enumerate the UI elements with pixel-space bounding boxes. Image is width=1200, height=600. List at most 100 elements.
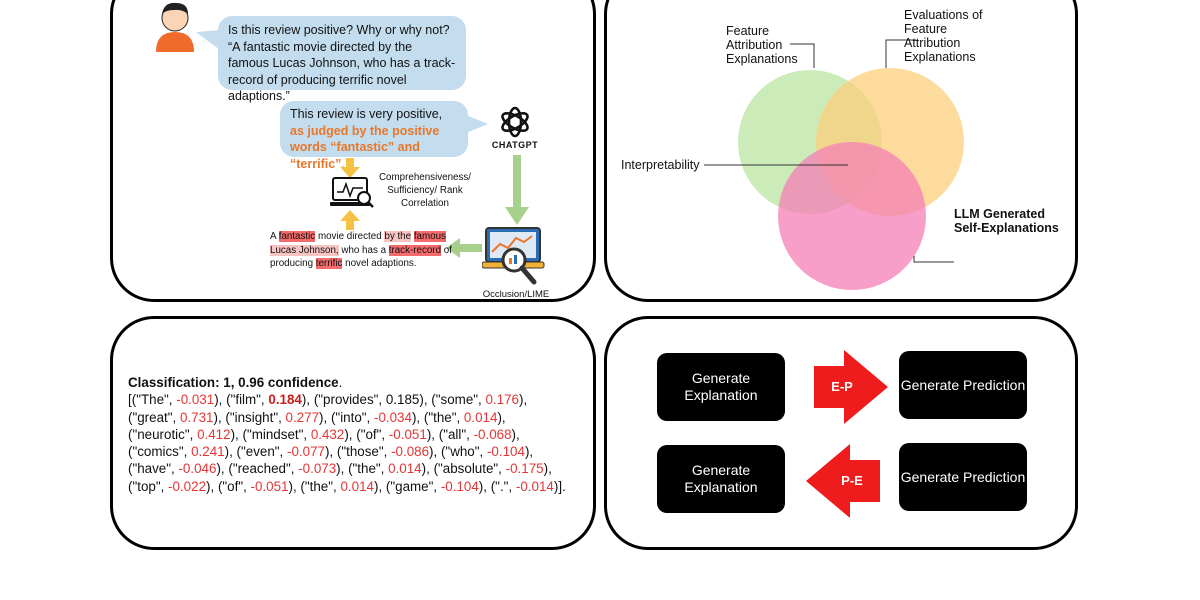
generate-prediction-label: Generate Prediction [900, 376, 1026, 393]
attribution-output-panel [110, 316, 596, 550]
token-word: who [450, 444, 475, 460]
generate-explanation-box-top: Generate Explanation [657, 353, 785, 421]
label-evaluations: Evaluations of Feature Attribution Expla… [904, 8, 983, 64]
generate-explanation-box-bottom: Generate Explanation [657, 445, 785, 513]
token-score: 0.176 [485, 392, 519, 408]
answer-end: . [341, 156, 345, 171]
token-word: the [309, 478, 329, 494]
yellow-down-arrow [340, 158, 360, 178]
token-score: -0.014 [515, 478, 554, 494]
leader-feature-attr [790, 43, 815, 68]
review-word: movie directed [315, 231, 385, 242]
token-word: some [440, 392, 474, 408]
token-word: The [140, 392, 165, 408]
token-score: 0.014 [463, 409, 498, 425]
token-word: those [346, 444, 379, 460]
green-down-arrow [505, 155, 529, 225]
answer-highlight-text: as judged by the positive words “fantast… [290, 123, 440, 171]
generate-prediction-box-top: Generate Prediction [899, 351, 1027, 419]
generate-explanation-label: Generate Explanation [684, 462, 758, 495]
token-score: -0.034 [373, 409, 412, 425]
token-score: 0.185 [385, 392, 420, 408]
token-word: have [137, 461, 167, 477]
token-score: -0.046 [178, 461, 217, 477]
highlighted-word: track-record [388, 244, 442, 256]
token-score: 0.432 [310, 426, 345, 442]
answer-text: This review is very positive, [290, 107, 443, 121]
leader-evaluations [885, 39, 916, 68]
review-word: who has a [338, 244, 389, 256]
occlusion-label: Occlusion/LIME [482, 289, 550, 300]
token-word: provides [323, 392, 374, 408]
generate-prediction-box-bottom: Generate Prediction [899, 443, 1027, 511]
classification-line: Classification: 1, 0.96 confidence [128, 375, 339, 390]
token-word: neurotic [137, 426, 185, 442]
evaluation-monitor-icon [330, 177, 374, 208]
token-word: great [137, 409, 168, 425]
token-score: 0.184 [268, 392, 302, 408]
metric-label: Comprehensiveness/ Sufficiency/ Rank Cor… [378, 172, 472, 209]
venn-circle-llm-explanations [778, 142, 926, 290]
token-score: 0.241 [191, 444, 225, 460]
token-word: the [433, 409, 452, 425]
token-word: absolute [442, 461, 494, 477]
highlighted-word: by the [384, 231, 412, 242]
token-word: all [447, 426, 462, 442]
question-bubble: Is this review positive? Why or why not?… [218, 16, 466, 103]
review-word: A [270, 231, 279, 242]
token-score: -0.031 [176, 392, 215, 408]
token-word: reached [237, 461, 286, 477]
token-word: top [137, 478, 156, 494]
token-score: -0.051 [250, 478, 289, 494]
token-score: 0.731 [179, 409, 214, 425]
token-word: into [340, 409, 362, 425]
highlighted-word: fantastic [278, 231, 316, 242]
token-word: game [395, 478, 429, 494]
token-score: -0.073 [298, 461, 337, 477]
token-word: comics [137, 444, 179, 460]
token-word: of [227, 478, 239, 494]
generate-prediction-label: Generate Prediction [900, 468, 1026, 485]
token-score: -0.086 [391, 444, 430, 460]
chatgpt-label: CHATGPT [491, 140, 539, 150]
token-word: the [357, 461, 376, 477]
token-attribution-list: [("The", -0.031), ("film", 0.184), ("pro… [128, 392, 566, 494]
token-score: -0.068 [473, 426, 512, 442]
yellow-up-arrow [340, 210, 360, 230]
generate-explanation-label: Generate Explanation [684, 370, 758, 403]
ep-label: E-P [831, 379, 853, 394]
token-word: even [245, 444, 275, 460]
token-score: 0.412 [197, 426, 231, 442]
label-feature-attribution: Feature Attribution Explanations [726, 24, 798, 66]
token-score: 0.014 [340, 478, 374, 494]
token-score: 0.014 [388, 461, 422, 477]
token-word: film [235, 392, 257, 408]
ep-right-arrow [814, 350, 888, 424]
token-word: of [365, 426, 377, 442]
highlighted-word: famous [413, 231, 446, 242]
highlighted-review: A fantastic movie directed by the famous… [270, 230, 460, 271]
token-score: -0.175 [505, 461, 544, 477]
highlighted-word: Lucas Johnson, [270, 244, 339, 256]
label-interpretability: Interpretability [621, 158, 700, 172]
green-left-arrow [446, 238, 482, 258]
user-icon [156, 2, 194, 52]
token-score: -0.077 [287, 444, 325, 460]
token-word: insight [234, 409, 274, 425]
leader-llm [913, 256, 954, 263]
token-word: mindset [251, 426, 299, 442]
token-score: -0.022 [168, 478, 207, 494]
pe-left-arrow [806, 444, 880, 518]
token-score: -0.104 [440, 478, 479, 494]
question-text: Is this review positive? Why or why not?… [228, 23, 456, 103]
venn-diagram [704, 39, 964, 290]
occlusion-laptop-icon [482, 227, 545, 285]
token-score: 0.277 [285, 409, 320, 425]
token-word: . [499, 478, 504, 494]
token-score: -0.104 [486, 444, 525, 460]
review-word: of producing [270, 244, 452, 270]
review-word: novel adaptions. [342, 258, 417, 269]
answer-bubble: This review is very positive, as judged … [280, 101, 488, 171]
pe-label: P-E [841, 473, 863, 488]
attribution-text: Classification: 1, 0.96 confidence. [("T… [128, 374, 588, 495]
